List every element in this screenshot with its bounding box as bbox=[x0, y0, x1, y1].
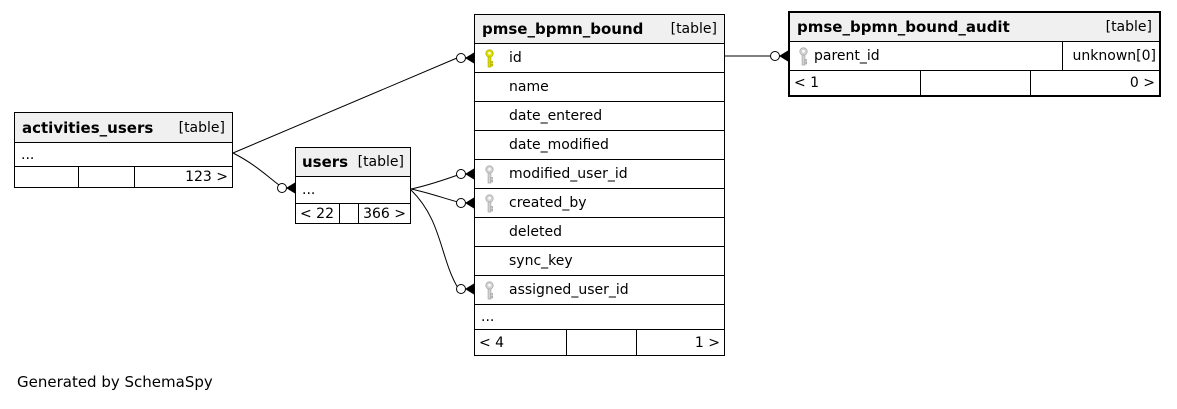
table-tag: [table] bbox=[670, 21, 717, 37]
column-row-modified-user-id: modified_user_id bbox=[475, 159, 724, 188]
related-count-cell bbox=[566, 330, 636, 355]
column-row-date-modified: date_modified bbox=[475, 130, 724, 159]
table-header: pmse_bpmn_bound [table] bbox=[475, 15, 724, 43]
related-count-cell bbox=[339, 204, 358, 223]
generated-by-note: Generated by SchemaSpy bbox=[17, 373, 213, 391]
column-type: unknown[0] bbox=[1062, 42, 1159, 70]
edge-activities-to-users bbox=[232, 152, 284, 189]
related-count-cell: 1 > bbox=[636, 330, 724, 355]
crowfoot-assigned-user-id bbox=[465, 283, 474, 295]
column-row-created-by: created_by bbox=[475, 188, 724, 217]
related-count-cell bbox=[78, 167, 134, 187]
foreign-key-icon bbox=[475, 164, 509, 184]
foreign-key-icon bbox=[475, 280, 509, 300]
table-name: users bbox=[302, 153, 349, 171]
table-node-pmse-bpmn-bound[interactable]: pmse_bpmn_bound [table] id name date_ent… bbox=[474, 14, 725, 356]
table-node-users[interactable]: users [table] ... < 22 366 > bbox=[295, 147, 411, 224]
edge-users-to-assigned-user-id bbox=[410, 189, 459, 289]
table-footer: < 22 366 > bbox=[296, 203, 410, 223]
table-footer: < 4 1 > bbox=[475, 329, 724, 355]
table-name: pmse_bpmn_bound bbox=[482, 20, 644, 38]
crowfoot-audit-parent-id bbox=[779, 50, 788, 62]
column-row-ellipsis: ... bbox=[296, 176, 410, 203]
table-node-activities-users[interactable]: activities_users [table] ... 123 > bbox=[14, 112, 233, 188]
zero-circle bbox=[456, 169, 466, 179]
column-label: name bbox=[509, 79, 549, 95]
column-row-sync-key: sync_key bbox=[475, 246, 724, 275]
column-label: date_modified bbox=[509, 137, 609, 153]
crowfoot-bound-id bbox=[465, 52, 474, 64]
table-tag: [table] bbox=[357, 154, 404, 170]
column-label: sync_key bbox=[509, 253, 573, 269]
table-tag: [table] bbox=[1105, 19, 1152, 35]
table-footer: < 1 0 > bbox=[790, 70, 1159, 95]
zero-circle bbox=[456, 198, 466, 208]
column-label: deleted bbox=[509, 224, 562, 240]
column-row-ellipsis: ... bbox=[15, 142, 232, 166]
column-row-id: id bbox=[475, 43, 724, 72]
column-label: assigned_user_id bbox=[509, 282, 629, 298]
column-label: modified_user_id bbox=[509, 166, 628, 182]
primary-key-icon bbox=[475, 48, 509, 68]
foreign-key-icon bbox=[790, 46, 814, 66]
zero-circle bbox=[456, 53, 466, 63]
table-node-pmse-bpmn-bound-audit[interactable]: pmse_bpmn_bound_audit [table] parent_id … bbox=[788, 11, 1161, 97]
related-count-cell: < 1 bbox=[794, 75, 820, 91]
zero-circle bbox=[277, 183, 287, 193]
related-count-cell bbox=[15, 167, 78, 187]
table-name: pmse_bpmn_bound_audit bbox=[797, 18, 1010, 36]
related-count-cell: 366 > bbox=[358, 204, 410, 223]
table-tag: [table] bbox=[178, 119, 225, 136]
table-footer: 123 > bbox=[15, 166, 232, 187]
zero-circle bbox=[456, 284, 466, 294]
related-count-cell: < 22 bbox=[300, 205, 334, 222]
crowfoot-modified-user-id bbox=[465, 168, 474, 180]
zero-circle bbox=[770, 51, 780, 61]
column-label: ... bbox=[21, 146, 35, 163]
column-label: ... bbox=[481, 309, 495, 325]
related-count-cell: 123 > bbox=[134, 167, 232, 187]
column-row-parent-id: parent_id unknown[0] bbox=[790, 41, 1159, 70]
column-label: parent_id bbox=[814, 48, 880, 64]
crowfoot-users bbox=[286, 182, 295, 194]
edge-users-to-created-by bbox=[410, 188, 459, 203]
column-row-deleted: deleted bbox=[475, 217, 724, 246]
column-row-assigned-user-id: assigned_user_id bbox=[475, 275, 724, 304]
edge-activities-to-bound-id bbox=[232, 57, 458, 154]
column-label: created_by bbox=[509, 195, 587, 211]
column-row-name: name bbox=[475, 72, 724, 101]
table-header: users [table] bbox=[296, 148, 410, 176]
column-row-ellipsis: ... bbox=[475, 304, 724, 329]
column-label: date_entered bbox=[509, 108, 603, 124]
edge-users-to-modified-user-id bbox=[410, 174, 459, 190]
table-name: activities_users bbox=[22, 118, 154, 137]
table-header: pmse_bpmn_bound_audit [table] bbox=[790, 13, 1159, 41]
table-header: activities_users [table] bbox=[15, 113, 232, 142]
related-count-cell: 0 > bbox=[1030, 71, 1159, 95]
column-label: id bbox=[509, 50, 522, 66]
foreign-key-icon bbox=[475, 193, 509, 213]
related-count-cell bbox=[920, 71, 1030, 95]
related-count-cell: < 4 bbox=[479, 334, 505, 351]
crowfoot-created-by bbox=[465, 197, 474, 209]
column-row-date-entered: date_entered bbox=[475, 101, 724, 130]
column-label: ... bbox=[302, 182, 316, 198]
